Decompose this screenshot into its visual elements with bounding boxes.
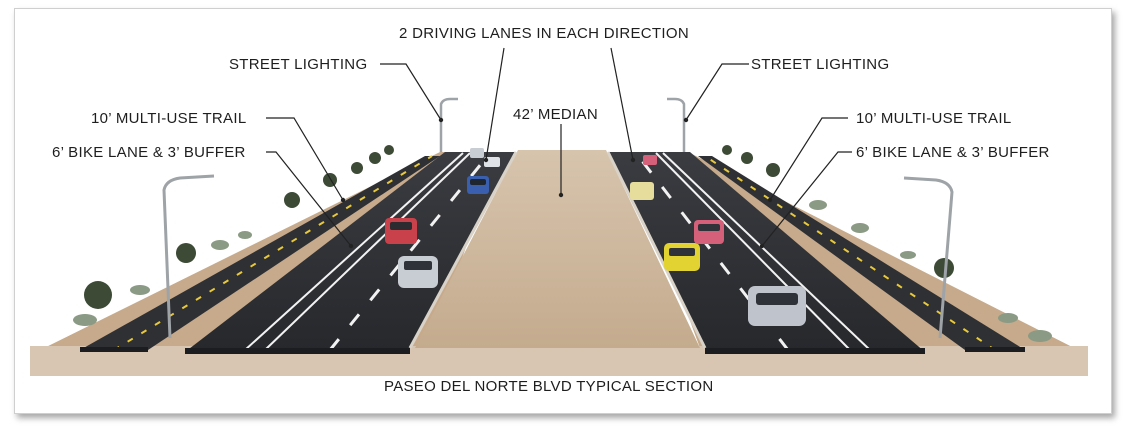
label-bike-lane-right: 6’ BIKE LANE & 3’ BUFFER — [856, 144, 1050, 161]
leader-street-lighting-right — [685, 63, 749, 121]
vehicle-red-pickup — [385, 218, 417, 244]
road-left-edge — [185, 348, 410, 354]
vehicle-silver-sedan — [398, 256, 438, 288]
label-trail-right: 10’ MULTI-USE TRAIL — [856, 110, 1012, 127]
streetlight-left-far — [439, 97, 458, 152]
trail-centerline-right — [704, 155, 996, 351]
vehicle-pink-car — [694, 220, 724, 244]
trail-left-edge — [80, 347, 148, 352]
median — [415, 150, 700, 348]
vegetation-left — [84, 145, 394, 309]
median-curb-left — [408, 151, 518, 349]
vegetation-right — [722, 145, 954, 278]
lane-divider-left — [328, 152, 492, 351]
bike-buffer-line-right-2 — [655, 152, 851, 351]
bike-buffer-line-left — [244, 152, 464, 351]
vehicle-far-left — [470, 148, 500, 167]
leader-street-lighting-left — [380, 63, 442, 121]
streetlight-left-near — [162, 174, 215, 339]
trail-right-edge — [965, 347, 1025, 352]
leader-dots — [340, 117, 773, 249]
label-driving-lanes: 2 DRIVING LANES IN EACH DIRECTION — [399, 25, 689, 42]
leader-lines — [266, 47, 852, 247]
label-trail-left: 10’ MULTI-USE TRAIL — [91, 110, 247, 127]
caption: PASEO DEL NORTE BLVD TYPICAL SECTION — [384, 378, 714, 395]
median-curb-right — [606, 151, 707, 349]
leader-driving-lanes-left — [485, 47, 505, 161]
bike-buffer-line-left-2 — [264, 152, 471, 351]
streetlight-right-far — [667, 97, 686, 152]
leader-bike-left — [266, 151, 352, 247]
vehicle-blue-car — [467, 176, 489, 194]
bike-buffer-line-right — [662, 152, 871, 351]
vehicle-far-right — [630, 155, 657, 200]
vehicle-yellow-taxi — [664, 243, 700, 271]
streetlight-right-near — [903, 176, 954, 339]
vehicle-silver-suv — [748, 286, 806, 326]
road-right-edge — [705, 348, 925, 354]
leader-trail-left — [266, 117, 344, 201]
shrubs-right — [809, 200, 1052, 342]
leader-driving-lanes-right — [610, 47, 634, 161]
label-street-lighting-right: STREET LIGHTING — [751, 56, 890, 73]
label-bike-lane-left: 6’ BIKE LANE & 3’ BUFFER — [52, 144, 246, 161]
label-street-lighting-left: STREET LIGHTING — [229, 56, 368, 73]
shrubs-left — [73, 231, 252, 326]
leader-trail-right — [769, 117, 848, 201]
label-median: 42’ MEDIAN — [513, 106, 598, 123]
leader-bike-right — [761, 151, 852, 247]
